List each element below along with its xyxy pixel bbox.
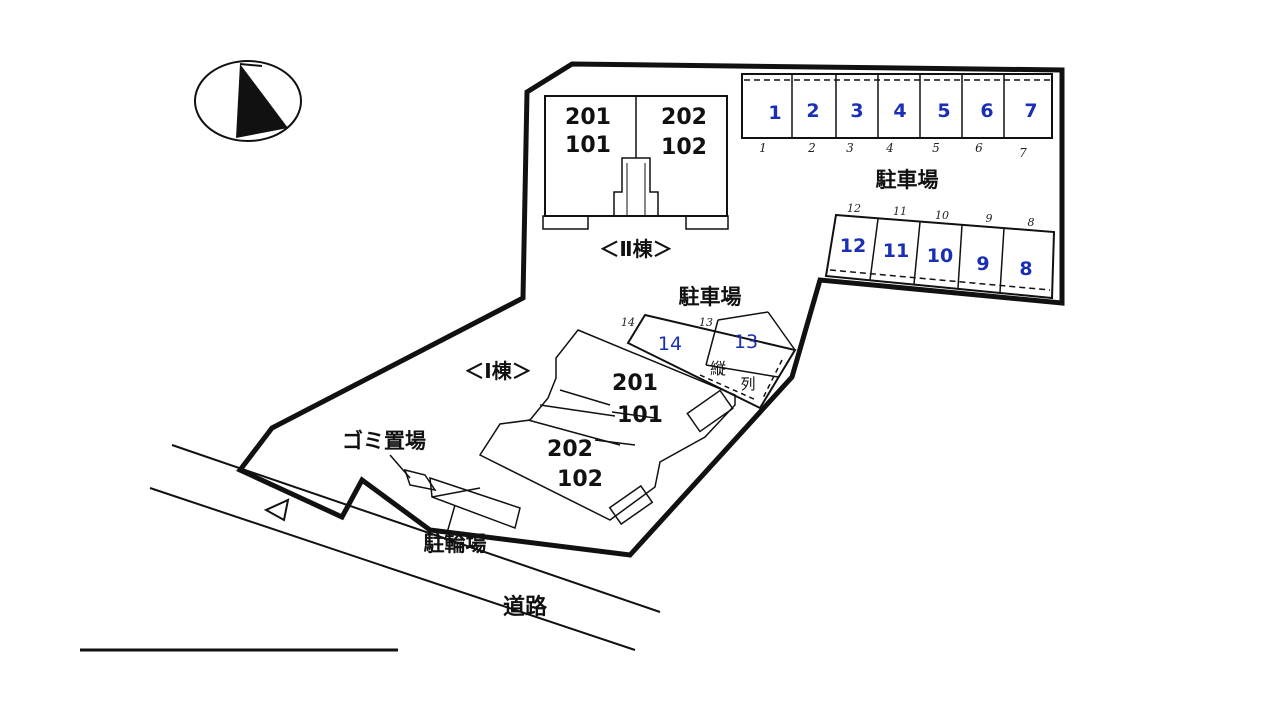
tandem-note-row: 列: [740, 375, 755, 393]
parking-space-9: 9: [976, 253, 989, 275]
parking-space-14-note: 14: [621, 316, 635, 329]
parking-space-11-note: 11: [893, 205, 907, 218]
parking-space-6-note: 6: [975, 141, 983, 155]
building-1-unit-102-lower: 102: [557, 467, 603, 492]
parking-space-10-note: 10: [935, 209, 949, 222]
parking-space-5-note: 5: [932, 141, 940, 155]
site-boundary: [236, 61, 1065, 558]
parking-space-7: 7: [1024, 100, 1037, 122]
parking-space-14: 14: [658, 333, 682, 355]
parking-space-1-note: 1: [759, 141, 767, 155]
building-1: [478, 329, 736, 526]
building-1-unit-101-upper: 101: [617, 403, 663, 428]
tandem-note-vertical: 縦: [710, 359, 726, 378]
garbage-label: ゴミ置場: [342, 429, 426, 453]
parking-space-3-note: 3: [846, 141, 854, 155]
parking-space-12: 12: [840, 235, 866, 257]
building-2-unit-202: 202: [661, 105, 707, 130]
bicycle-label: 駐輪場: [424, 532, 487, 556]
parking-bottom-row: 12 11 10 9 8 12 11 10 9 8: [824, 202, 1056, 300]
parking-top-row: 1 2 3 4 5 6 7 1 2 3 4 5 6 7: [741, 73, 1053, 160]
parking-tandem: 14 13 14 13 縦 列: [621, 311, 797, 410]
parking-main-label: 駐車場: [876, 168, 939, 192]
building-2-unit-201: 201: [565, 105, 611, 130]
parking-space-12-note: 12: [847, 202, 861, 215]
building-2-label: ＜Ⅱ棟＞: [599, 237, 672, 261]
parking-space-11: 11: [883, 240, 909, 262]
bicycle-area: [429, 476, 521, 541]
parking-space-9-note: 9: [986, 212, 993, 225]
building-1-unit-201-upper: 201: [612, 371, 658, 396]
building-1-label: ＜Ⅰ棟＞: [464, 359, 531, 383]
garbage-area: [389, 454, 437, 492]
parking-space-7-note: 7: [1019, 146, 1027, 160]
parking-space-1: 1: [768, 102, 781, 124]
parking-space-3: 3: [850, 100, 863, 122]
parking-space-6: 6: [980, 100, 993, 122]
parking-space-2-note: 2: [807, 141, 816, 155]
parking-space-4: 4: [893, 100, 906, 122]
parking-space-5: 5: [937, 100, 950, 122]
north-arrow-icon: [194, 60, 302, 142]
parking-space-8-note: 8: [1028, 216, 1035, 229]
entrance-triangle-icon: [263, 498, 290, 522]
building-2-unit-102: 102: [661, 135, 707, 160]
parking-tandem-label: 駐車場: [679, 285, 742, 309]
building-2-unit-101: 101: [565, 133, 611, 158]
parking-space-13-note: 13: [699, 316, 713, 329]
parking-space-13: 13: [734, 331, 758, 353]
road-label: 道路: [503, 594, 548, 620]
parking-space-10: 10: [927, 245, 953, 267]
road-lines: [80, 444, 661, 652]
building-1-unit-202-lower: 202: [547, 437, 593, 462]
parking-space-2: 2: [806, 100, 819, 122]
building-2: 201 101 202 102: [542, 95, 729, 230]
parking-space-8: 8: [1019, 258, 1032, 280]
parking-space-4-note: 4: [885, 141, 894, 155]
